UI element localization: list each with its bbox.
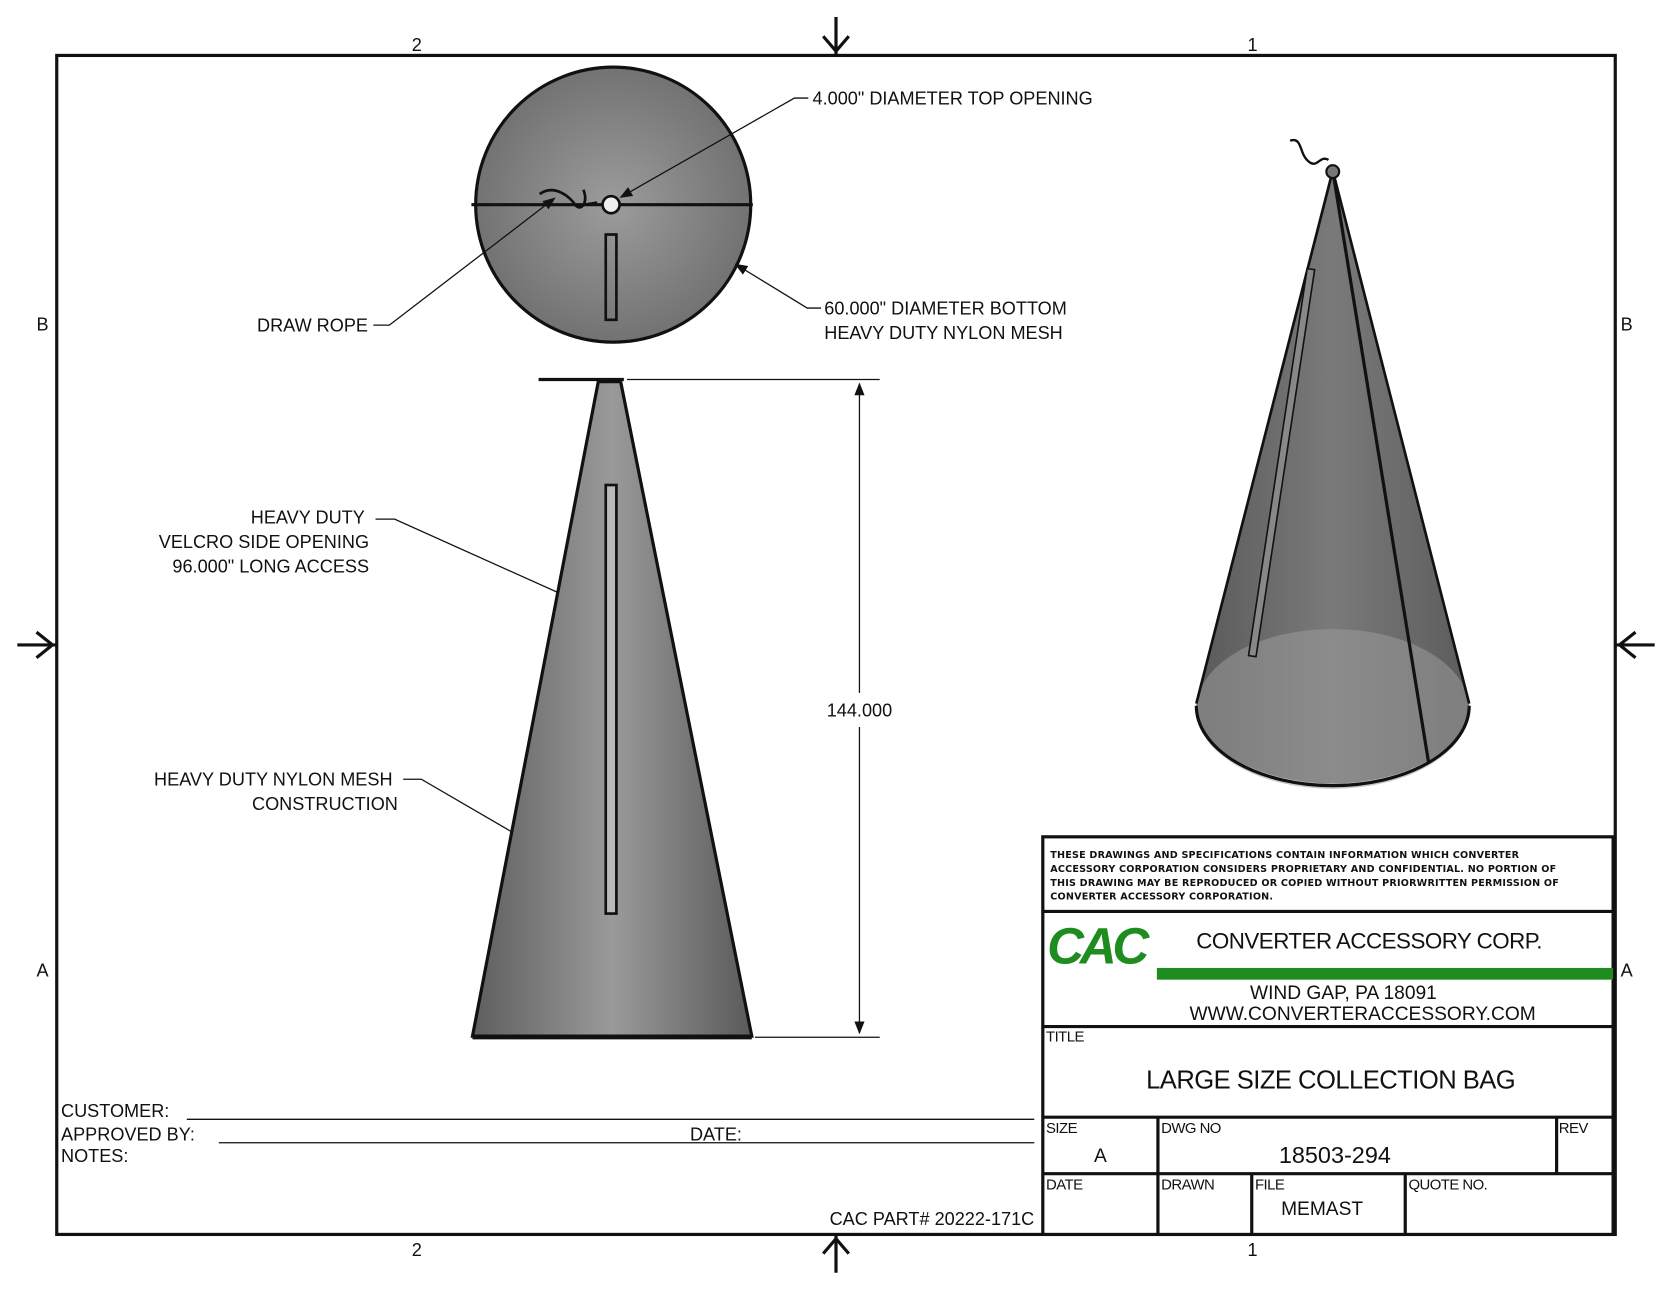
- top-view: [471, 65, 753, 344]
- draw-rope: [538, 188, 598, 209]
- file-label: FILE: [1255, 1177, 1285, 1194]
- callout-mesh-2: CONSTRUCTION: [252, 794, 398, 814]
- title-label: TITLE: [1046, 1028, 1085, 1045]
- company-website: WWW.CONVERTERACCESSORY.COM: [1190, 1004, 1536, 1025]
- callout-top-opening: 4.000" DIAMETER TOP OPENING: [813, 88, 1093, 108]
- height-dimension: [627, 378, 880, 1038]
- zone-left-a: A: [36, 960, 49, 980]
- zone-left-b: B: [36, 314, 48, 334]
- size-label: SIZE: [1046, 1120, 1078, 1137]
- iso-view: [1194, 138, 1471, 789]
- velcro-slot-iso: [1247, 267, 1316, 658]
- dwg-no-label: DWG NO: [1161, 1120, 1221, 1137]
- company-address: WIND GAP, PA 18091: [1250, 983, 1437, 1004]
- company-logo: CAC: [1047, 918, 1150, 975]
- title-block: [1041, 835, 1615, 1237]
- rev-label: REV: [1559, 1120, 1589, 1137]
- part-number: CAC PART# 20222-171C: [830, 1209, 1035, 1229]
- velcro-slot-side: [604, 483, 618, 915]
- notes-label: NOTES:: [61, 1146, 128, 1166]
- notice-line-2: ACCESSORY CORPORATION CONSIDERS PROPRIET…: [1050, 864, 1556, 875]
- logo-bar: [1156, 967, 1614, 980]
- side-view: [470, 377, 754, 1040]
- drawn-label: DRAWN: [1161, 1177, 1214, 1194]
- notice-line-3: THIS DRAWING MAY BE REPRODUCED OR COPIED…: [1050, 878, 1559, 889]
- zone-bottom-1: 1: [1247, 1240, 1257, 1260]
- customer-label: CUSTOMER:: [61, 1101, 169, 1121]
- zone-right-a: A: [1621, 960, 1634, 980]
- file-value: MEMAST: [1281, 1199, 1363, 1220]
- notice-line-4: CONVERTER ACCESSORY CORPORATION.: [1050, 892, 1273, 903]
- notice-line-1: THESE DRAWINGS AND SPECIFICATIONS CONTAI…: [1050, 850, 1519, 861]
- height-dimension-value: 144.000: [827, 700, 892, 720]
- zone-right-b: B: [1621, 314, 1633, 334]
- draw-rope-iso: [1289, 138, 1330, 165]
- top-opening: [601, 194, 621, 215]
- velcro-slot-top: [604, 233, 618, 322]
- zone-bottom-2: 2: [412, 1240, 422, 1260]
- size-value: A: [1094, 1146, 1107, 1167]
- callout-draw-rope: DRAW ROPE: [257, 316, 368, 336]
- dwg-no-value: 18503-294: [1279, 1142, 1391, 1168]
- quote-no-label: QUOTE NO.: [1408, 1177, 1487, 1194]
- callout-bottom-1: 60.000" DIAMETER BOTTOM: [824, 298, 1067, 318]
- center-mark-icons: [17, 17, 1655, 1273]
- drawing-title: LARGE SIZE COLLECTION BAG: [1146, 1066, 1515, 1094]
- zone-top-1: 1: [1247, 35, 1257, 55]
- approved-by-label: APPROVED BY:: [61, 1125, 195, 1145]
- callout-velcro-2: VELCRO SIDE OPENING: [159, 532, 369, 552]
- callout-bottom-2: HEAVY DUTY NYLON MESH: [824, 323, 1063, 343]
- date-label: DATE:: [690, 1125, 742, 1145]
- date-cell-label: DATE: [1046, 1177, 1083, 1194]
- callout-mesh-1: HEAVY DUTY NYLON MESH: [154, 770, 393, 790]
- zone-top-2: 2: [412, 35, 422, 55]
- leaders: [373, 97, 822, 849]
- company-name: CONVERTER ACCESSORY CORP.: [1196, 929, 1542, 954]
- callout-velcro-1: HEAVY DUTY: [251, 507, 365, 527]
- callout-velcro-3: 96.000" LONG ACCESS: [172, 556, 369, 576]
